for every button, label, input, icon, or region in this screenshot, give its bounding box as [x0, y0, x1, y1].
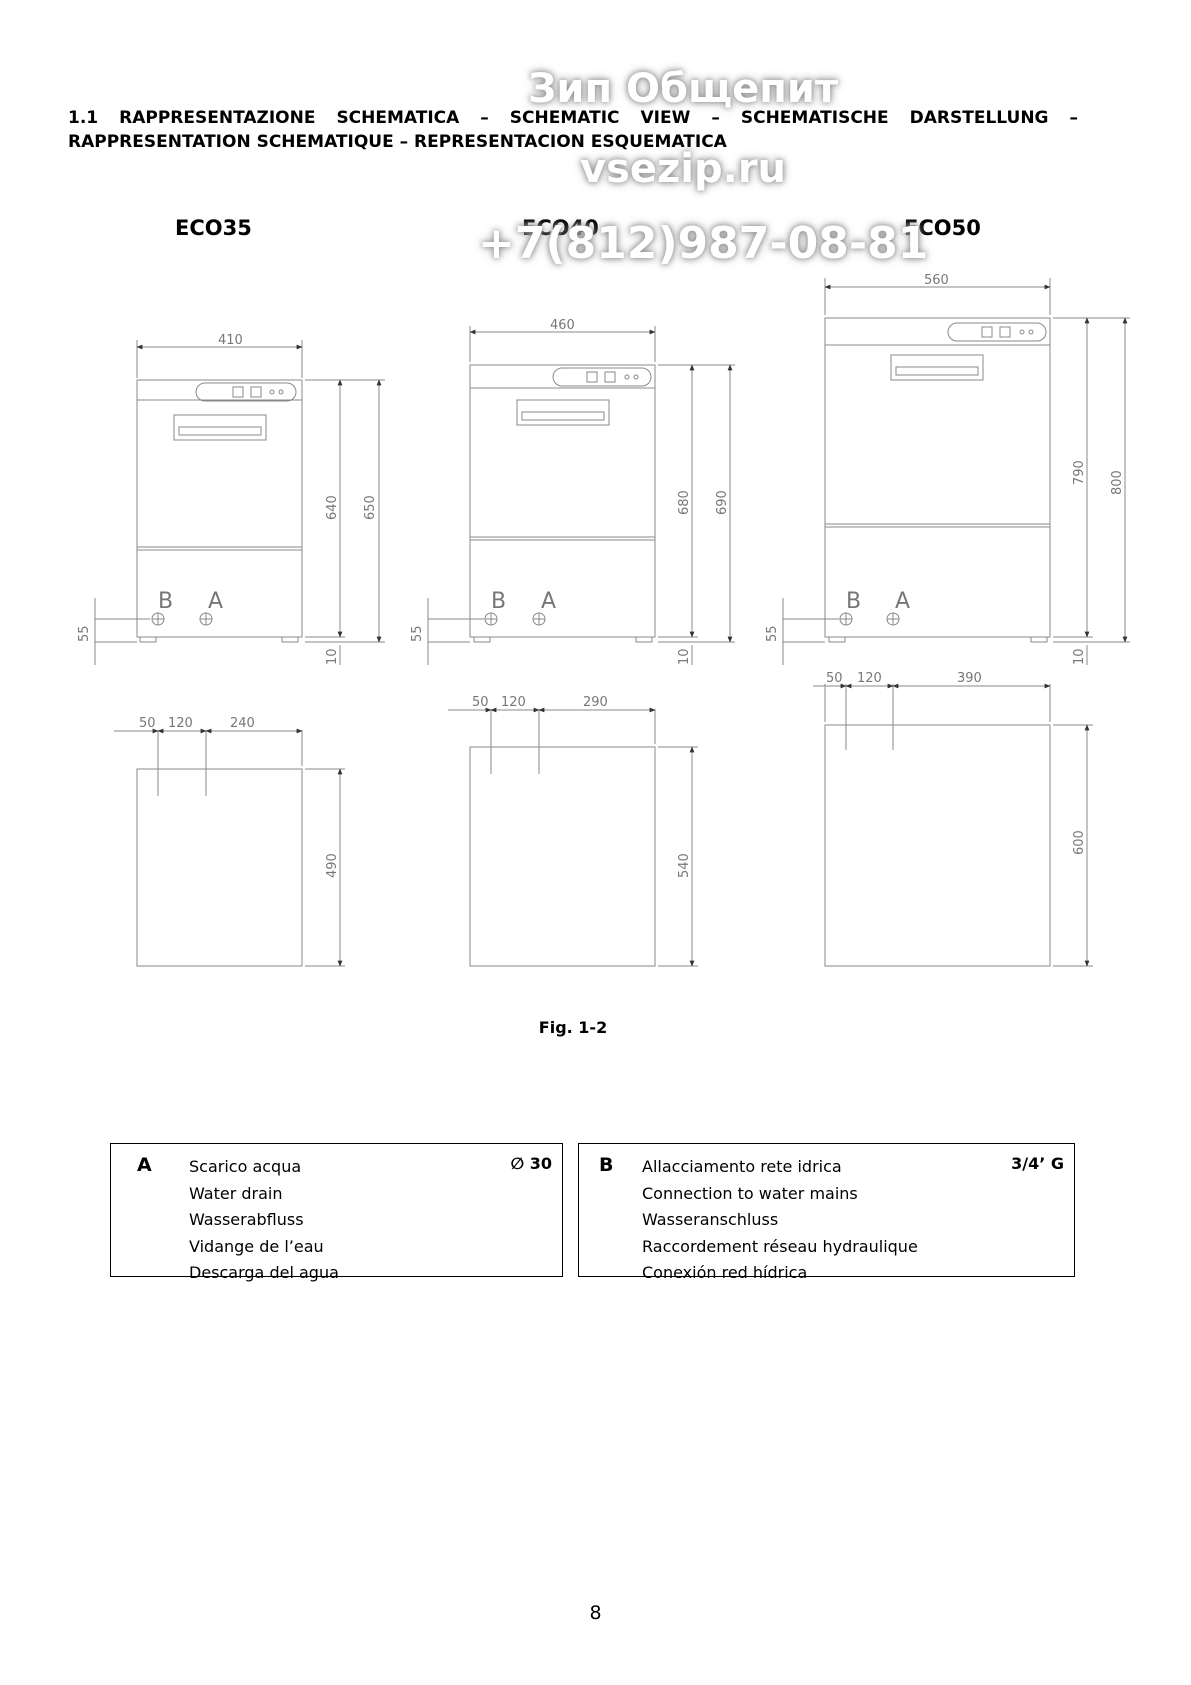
- eco40-label-b: B: [491, 589, 506, 614]
- model-title-eco35: ECO35: [175, 216, 252, 240]
- eco50-top-rest-label: 390: [957, 671, 982, 686]
- eco35-front-view: [94, 340, 385, 665]
- eco40-connection-height-label: 55: [410, 625, 425, 642]
- legend-b-line: Conexión red hídrica: [642, 1263, 808, 1282]
- eco50-label-a: A: [895, 589, 910, 614]
- legend-box-b: B Allacciamento rete idrica Connection t…: [578, 1143, 1075, 1282]
- page-number: 8: [589, 1602, 602, 1624]
- eco50-front-view: [782, 278, 1130, 665]
- section-heading-line-2: RAPPRESENTATION SCHEMATIQUE – REPRESENTA…: [68, 132, 727, 152]
- eco40-feet-label: 10: [677, 648, 692, 665]
- eco40-offset-2-label: 120: [501, 695, 526, 710]
- legend-a-line: Wasserabfluss: [189, 1210, 304, 1229]
- schematic-drawings: 410 B A 640 650 55 10 460: [77, 273, 1130, 967]
- eco40-height-body-label: 680: [677, 490, 692, 515]
- figure-caption: Fig. 1-2: [538, 1018, 608, 1037]
- eco40-front-labels: 460 B A 680 690 55 10: [410, 318, 730, 665]
- eco50-height-body-label: 790: [1072, 460, 1087, 485]
- eco50-front-labels: 560 B A 790 800 55 10: [765, 273, 1125, 665]
- eco35-height-body-label: 640: [325, 495, 340, 520]
- eco35-front-labels: 410 B A 640 650 55 10: [77, 333, 378, 665]
- eco35-top-labels: 50 120 240 490: [139, 716, 340, 878]
- model-title-eco50: ECO50: [904, 216, 981, 240]
- watermark-line-1: Зип Общепит: [528, 66, 839, 112]
- model-title-eco40: ECO40: [522, 216, 599, 240]
- eco50-label-b: B: [846, 589, 861, 614]
- watermark-line-2: vsezip.ru: [580, 146, 787, 192]
- eco40-offset-1-label: 50: [472, 695, 489, 710]
- eco50-depth-label: 600: [1072, 830, 1087, 855]
- eco35-offset-1-label: 50: [139, 716, 156, 731]
- eco40-top-rest-label: 290: [583, 695, 608, 710]
- eco35-label-b: B: [158, 589, 173, 614]
- eco50-top-labels: 50 120 390 600: [826, 671, 1087, 855]
- eco50-connection-height-label: 55: [765, 625, 780, 642]
- legend-a-line: Vidange de l’eau: [189, 1236, 324, 1256]
- eco50-offset-2-label: 120: [857, 671, 882, 686]
- legend-b-line: Connection to water mains: [642, 1183, 858, 1203]
- section-heading-line-1: 1.1 RAPPRESENTAZIONE SCHEMATICA – SCHEMA…: [68, 108, 1078, 128]
- legend-key-a: A: [137, 1154, 152, 1176]
- eco35-top-view: [114, 728, 345, 967]
- eco40-top-labels: 50 120 290 540: [472, 695, 692, 878]
- eco50-offset-1-label: 50: [826, 671, 843, 686]
- watermark-line-3: +7(812)987-08-81: [478, 218, 929, 269]
- legend-lines-a: Scarico acqua Water drain Wasserabfluss …: [189, 1154, 339, 1287]
- legend-size-b: 3/4’ G: [1011, 1154, 1064, 1173]
- eco35-top-rest-label: 240: [230, 716, 255, 731]
- eco40-depth-label: 540: [677, 853, 692, 878]
- eco35-offset-2-label: 120: [168, 716, 193, 731]
- eco40-top-view: [448, 707, 698, 967]
- eco35-width-label: 410: [218, 333, 243, 348]
- eco35-connection-height-label: 55: [77, 625, 92, 642]
- eco35-height-total-label: 650: [363, 495, 378, 520]
- eco50-width-label: 560: [924, 273, 949, 288]
- eco35-feet-label: 10: [325, 648, 340, 665]
- legend-size-a: ∅ 30: [510, 1154, 552, 1173]
- legend-a-line: Descarga del agua: [189, 1263, 339, 1282]
- eco50-feet-label: 10: [1072, 648, 1087, 665]
- legend-a-line: Water drain: [189, 1183, 283, 1203]
- eco40-label-a: A: [541, 589, 556, 614]
- eco50-top-view: [813, 683, 1093, 967]
- legend-b-line: Allacciamento rete idrica: [642, 1157, 842, 1176]
- eco40-height-total-label: 690: [715, 490, 730, 515]
- eco50-height-total-label: 800: [1110, 470, 1125, 495]
- legend-box-a: A Scarico acqua Water drain Wasserabflus…: [110, 1143, 563, 1282]
- eco40-width-label: 460: [550, 318, 575, 333]
- legend-b-line: Raccordement réseau hydraulique: [642, 1236, 918, 1256]
- legend-lines-b: Allacciamento rete idrica Connection to …: [642, 1154, 918, 1287]
- legend-a-line: Scarico acqua: [189, 1157, 302, 1176]
- legend-b-line: Wasseranschluss: [642, 1210, 779, 1229]
- section-heading: 1.1 RAPPRESENTAZIONE SCHEMATICA – SCHEMA…: [68, 106, 1078, 154]
- eco35-depth-label: 490: [325, 853, 340, 878]
- eco35-label-a: A: [208, 589, 223, 614]
- legend-key-b: B: [599, 1154, 614, 1176]
- eco40-front-view: [427, 326, 735, 665]
